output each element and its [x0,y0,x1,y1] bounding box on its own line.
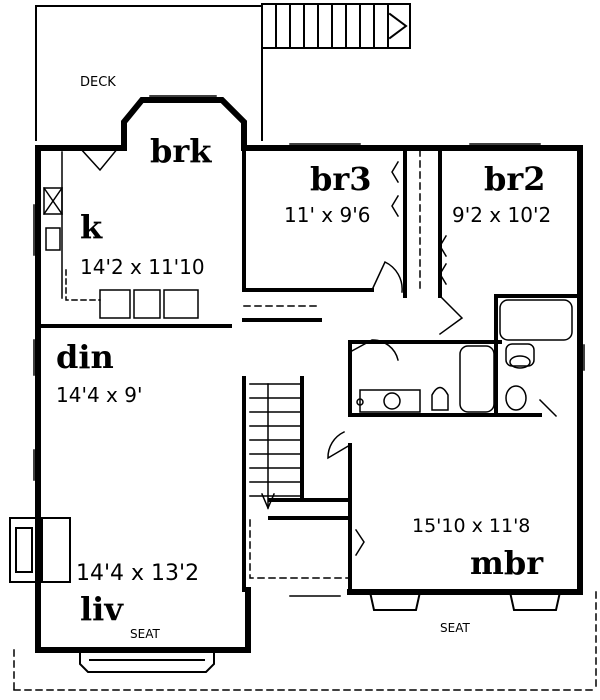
room-name-breakfast: brk [150,132,212,170]
deck-stairs [261,3,411,49]
dashed-outlines [13,149,597,691]
room-name-bedroom2: br2 [484,160,546,198]
room-name-dining: din [56,338,114,376]
room-name-living: liv [80,590,124,628]
room-dims-kitchen: 14'2 x 11'10 [80,255,205,279]
room-name-bedroom3: br3 [310,160,372,198]
fireplace [9,517,71,583]
room-name-master: mbr [470,544,544,582]
doors [78,146,558,557]
room-dims-bedroom3: 11' x 9'6 [284,203,370,227]
window-seats [79,590,562,673]
bath-fixtures [356,299,573,413]
room-dims-bedroom2: 9'2 x 10'2 [452,203,551,227]
room-dims-master: 15'10 x 11'8 [412,515,530,537]
interior-stairs [249,383,301,510]
interior-walls [36,146,582,594]
seat-label-master: SEAT [440,621,470,635]
room-name-kitchen: k [80,208,103,246]
windows [33,95,585,597]
kitchen-counters [42,151,199,319]
deck-outline [35,5,263,141]
deck-label: DECK [80,75,116,90]
room-dims-living: 14'4 x 13'2 [76,561,199,586]
seat-label-living: SEAT [130,627,160,641]
room-dims-dining: 14'4 x 9' [56,383,142,407]
